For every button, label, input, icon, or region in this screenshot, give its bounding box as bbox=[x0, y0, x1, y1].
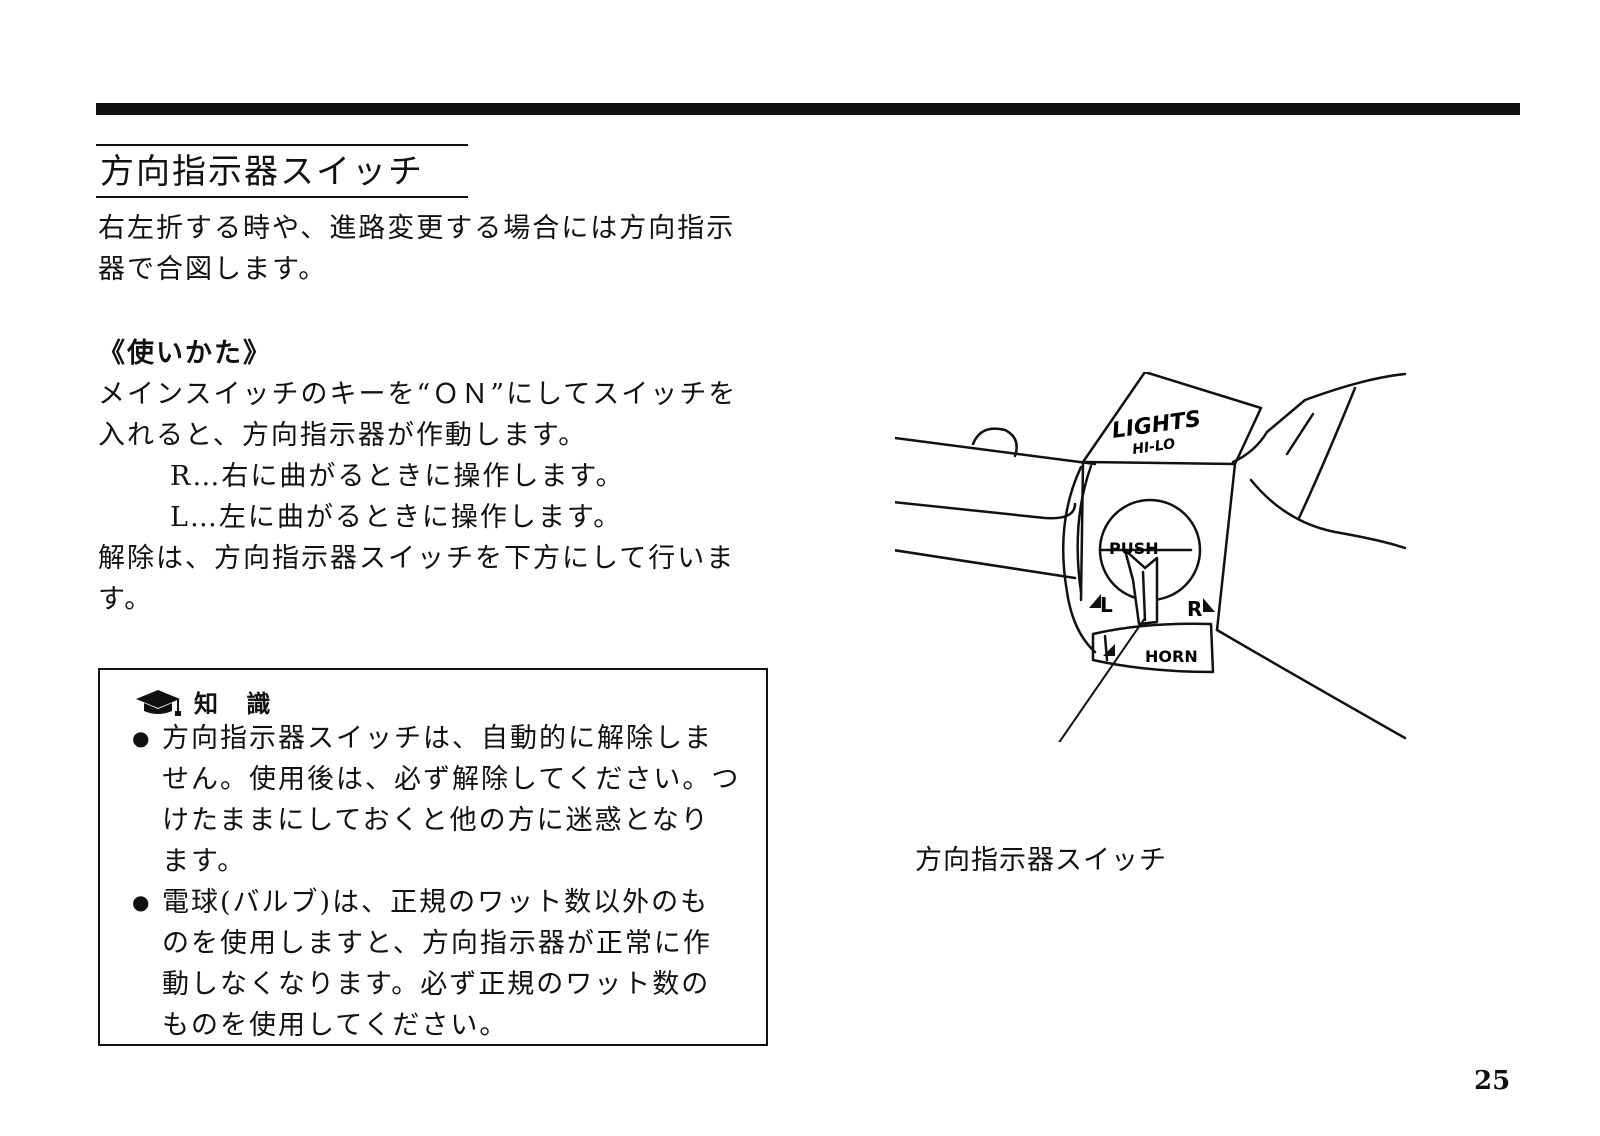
release-line: す。 bbox=[98, 584, 154, 615]
graduation-cap-icon bbox=[136, 689, 181, 716]
knowledge-line: 電球(バルブ)は、正規のワット数以外のも bbox=[162, 887, 710, 918]
label-hilo: HI-LO bbox=[1131, 436, 1176, 458]
usage-section: 《使いかた》 メインスイッチのキーを“ＯＮ”にしてスイッチを 入れると、方向指示… bbox=[98, 333, 778, 620]
knowledge-line: けたままにしておくと他の方に迷惑となり bbox=[162, 805, 710, 836]
label-left: L bbox=[1100, 593, 1113, 617]
knowledge-item: ● 方向指示器スイッチは、自動的に解除しま せん。使用後は、必ず解除してください… bbox=[132, 718, 752, 882]
intro-line: 右左折する時や、進路変更する場合には方向指示 bbox=[98, 213, 736, 244]
usage-heading: 《使いかた》 bbox=[98, 338, 272, 369]
knowledge-line: せん。使用後は、必ず解除してください。つ bbox=[162, 764, 741, 795]
usage-left-line: L…左に曲がるときに操作します。 bbox=[170, 502, 623, 533]
usage-line: 入れると、方向指示器が作動します。 bbox=[98, 420, 588, 451]
knowledge-line: ものを使用してください。 bbox=[162, 1010, 509, 1041]
page-number: 25 bbox=[1474, 1066, 1511, 1096]
knowledge-box: 知 識 ● 方向指示器スイッチは、自動的に解除しま せん。使用後は、必ず解除して… bbox=[98, 668, 768, 1046]
top-rule bbox=[96, 103, 1520, 115]
intro-paragraph: 右左折する時や、進路変更する場合には方向指示 器で合図します。 bbox=[98, 208, 778, 290]
knowledge-line: 動しなくなります。必ず正規のワット数の bbox=[162, 969, 711, 1000]
knowledge-line: ます。 bbox=[162, 846, 247, 877]
section-title-box: 方向指示器スイッチ bbox=[96, 144, 468, 198]
knowledge-list: ● 方向指示器スイッチは、自動的に解除しま せん。使用後は、必ず解除してください… bbox=[132, 718, 752, 1046]
knowledge-item: ● 電球(バルブ)は、正規のワット数以外のも のを使用しますと、方向指示器が正常… bbox=[132, 882, 752, 1046]
knowledge-line: のを使用しますと、方向指示器が正常に作 bbox=[162, 928, 712, 959]
section-title: 方向指示器スイッチ bbox=[100, 152, 424, 192]
knowledge-line: 方向指示器スイッチは、自動的に解除しま bbox=[162, 723, 713, 754]
bullet-icon: ● bbox=[132, 726, 152, 750]
illustration-caption: 方向指示器スイッチ bbox=[915, 845, 1167, 876]
usage-line: メインスイッチのキーを“ＯＮ”にしてスイッチを bbox=[98, 379, 738, 410]
usage-right-line: R…右に曲がるときに操作します。 bbox=[170, 461, 625, 492]
release-line: 解除は、方向指示器スイッチを下方にして行いま bbox=[98, 543, 736, 574]
knowledge-title: 知 識 bbox=[194, 690, 281, 718]
bullet-icon: ● bbox=[132, 890, 152, 914]
switch-illustration: LIGHTS HI-LO PUSH L R HORN bbox=[895, 372, 1407, 742]
label-horn: HORN bbox=[1145, 647, 1198, 666]
intro-line: 器で合図します。 bbox=[98, 254, 328, 285]
label-push: PUSH bbox=[1109, 539, 1159, 558]
knowledge-header: 知 識 bbox=[134, 684, 280, 719]
label-right: R bbox=[1187, 597, 1202, 621]
